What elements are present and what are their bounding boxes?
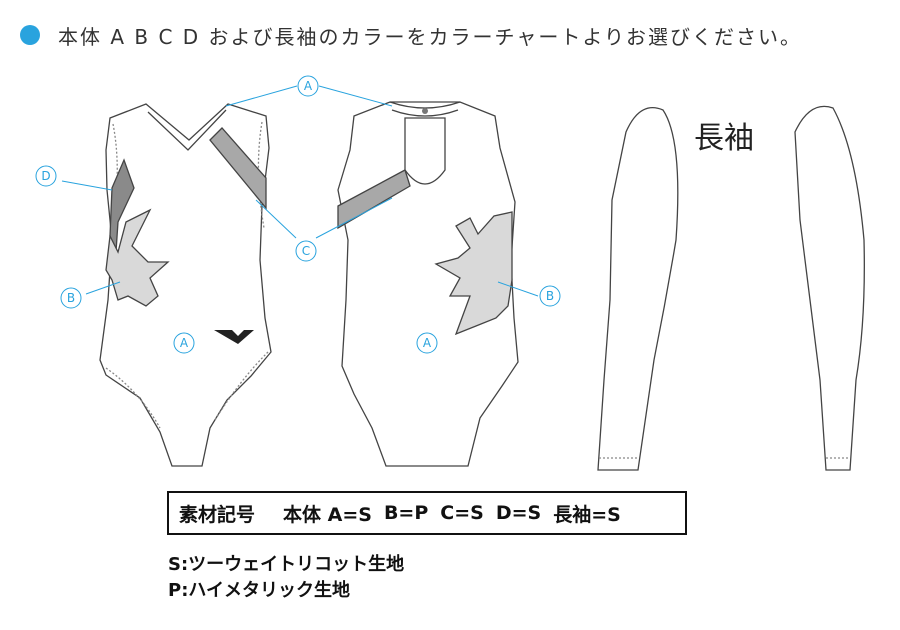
legend-item-body: 本体 A=S bbox=[283, 503, 372, 526]
legend-item-B: B=P bbox=[383, 502, 429, 524]
marker-A-top: A bbox=[297, 75, 319, 97]
marker-B-back: B bbox=[539, 285, 561, 307]
svg-text:A: A bbox=[180, 336, 189, 350]
legend-title: 素材記号 bbox=[179, 503, 256, 526]
instruction-text: 本体 A B C D および長袖のカラーをカラーチャートよりお選びください。 bbox=[58, 24, 802, 49]
svg-text:A: A bbox=[304, 79, 313, 93]
marker-B-front: B bbox=[60, 287, 82, 309]
back-neck-band bbox=[389, 101, 461, 117]
front-panel-C bbox=[209, 127, 267, 210]
material-legend: 素材記号 本体 A=S B=P C=S D=S 長袖=S bbox=[167, 491, 687, 535]
front-armhole-left bbox=[111, 123, 118, 231]
front-panel-B bbox=[105, 208, 170, 307]
right-sleeve bbox=[794, 105, 865, 471]
leotard-diagram: 長袖 A D C B B A A bbox=[35, 75, 865, 471]
svg-text:B: B bbox=[546, 289, 554, 303]
back-button bbox=[422, 108, 428, 114]
back-view bbox=[337, 101, 519, 467]
marker-D: D bbox=[35, 165, 57, 187]
brand-logo-icon bbox=[214, 330, 254, 344]
marker-A-front: A bbox=[173, 332, 195, 354]
svg-text:D: D bbox=[41, 169, 50, 183]
sleeves bbox=[597, 105, 865, 471]
callout-lines bbox=[61, 85, 539, 297]
back-panel-C bbox=[337, 169, 411, 230]
instruction-header: 本体 A B C D および長袖のカラーをカラーチャートよりお選びください。 bbox=[20, 20, 802, 50]
left-sleeve bbox=[597, 106, 679, 471]
marker-A-back: A bbox=[416, 332, 438, 354]
bullet-icon bbox=[20, 25, 40, 45]
legend-item-D: D=S bbox=[495, 502, 542, 524]
front-view bbox=[99, 103, 272, 467]
back-panel-B bbox=[434, 211, 513, 336]
back-keyhole bbox=[404, 117, 446, 185]
note-S: S:ツーウェイトリコット生地 bbox=[168, 554, 405, 575]
note-P: P:ハイメタリック生地 bbox=[168, 580, 351, 601]
front-neckline bbox=[147, 109, 227, 151]
legend-item-C: C=S bbox=[440, 502, 484, 524]
marker-C: C bbox=[295, 240, 317, 262]
front-leg-stitch bbox=[105, 351, 269, 429]
front-body-outline bbox=[99, 103, 272, 467]
svg-text:C: C bbox=[302, 244, 310, 258]
sleeve-label: 長袖 bbox=[694, 121, 754, 156]
svg-text:B: B bbox=[67, 291, 75, 305]
material-notes: S:ツーウェイトリコット生地 P:ハイメタリック生地 bbox=[168, 552, 404, 604]
svg-text:A: A bbox=[423, 336, 432, 350]
legend-item-sleeve: 長袖=S bbox=[553, 503, 621, 526]
